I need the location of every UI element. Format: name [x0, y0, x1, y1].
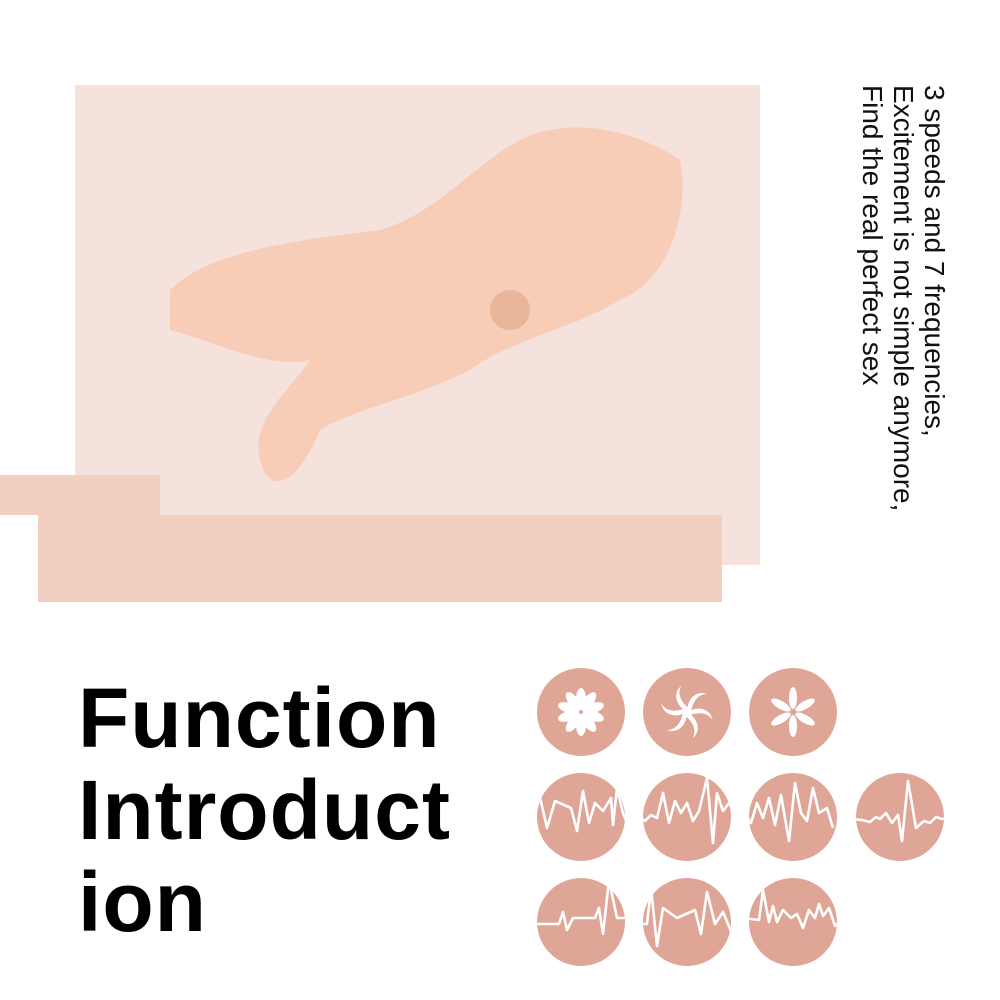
frequency-6-wave-icon: [643, 878, 731, 966]
tagline-line: Excitement is not simple anymore,: [888, 85, 919, 512]
speed-2-swirl-icon: [643, 668, 731, 756]
title-line: Introduct: [78, 763, 451, 857]
page-title: Function Introduct ion: [78, 672, 451, 948]
speed-1-flower-icon: [537, 668, 625, 756]
tagline-line: Find the real perfect sex: [857, 85, 888, 386]
frequency-7-wave-icon: [749, 878, 837, 966]
decorative-bar: [0, 475, 160, 515]
frequency-2-wave-icon: [643, 773, 731, 861]
frequency-5-wave-icon: [537, 878, 625, 966]
frequency-1-wave-icon: [537, 773, 625, 861]
frequency-4-wave-icon: [856, 773, 944, 861]
frequency-3-wave-icon: [749, 773, 837, 861]
title-line: ion: [78, 855, 207, 949]
title-line: Function: [78, 671, 441, 765]
decorative-bar: [38, 515, 722, 602]
product-image: [170, 127, 683, 482]
speed-3-star-icon: [749, 668, 837, 756]
tagline-line: 3 speeds and 7 frequencies,: [919, 85, 950, 437]
tagline: 3 speeds and 7 frequencies, Excitement i…: [850, 85, 950, 615]
